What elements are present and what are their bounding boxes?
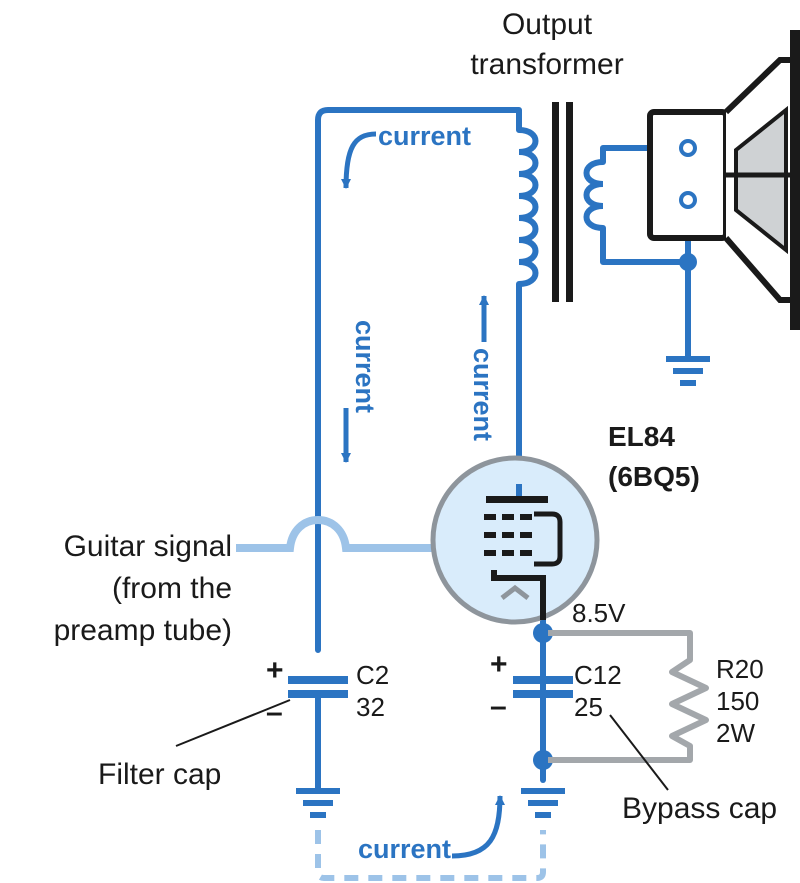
current-label-top: current [378, 121, 471, 151]
speaker-icon [647, 30, 800, 330]
capacitor-icon [513, 676, 573, 698]
c2-value: 32 [356, 692, 385, 722]
tube-alt-name: (6BQ5) [608, 461, 700, 492]
c12-value: 25 [574, 692, 603, 722]
guitar-signal-label-2: (from the [112, 572, 232, 605]
ground-icon [666, 356, 710, 386]
current-label-bottom: current [358, 834, 451, 864]
tube-icon [430, 455, 600, 625]
r20-power: 2W [716, 718, 755, 748]
guitar-signal-path [236, 515, 480, 556]
resistor-icon [548, 630, 709, 763]
bypass-cap-label: Bypass cap [622, 792, 777, 825]
current-label-left: current [350, 320, 380, 413]
transformer-label-line2: transformer [470, 48, 623, 81]
c12-minus: – [490, 690, 507, 723]
c2-plus: + [266, 654, 284, 687]
transformer-icon [518, 102, 604, 302]
r20-value: 150 [716, 686, 759, 716]
guitar-signal-label-1: Guitar signal [64, 530, 232, 563]
ground-icon [296, 788, 340, 818]
b-plus-wire [315, 107, 522, 653]
guitar-signal-label-3: preamp tube) [54, 614, 232, 647]
c12-name: C12 [574, 660, 622, 690]
r20-name: R20 [716, 654, 764, 684]
voltage-label: 8.5V [572, 598, 626, 628]
ground-icon [521, 788, 565, 818]
capacitor-icon [288, 676, 348, 698]
filter-cap-label: Filter cap [98, 758, 221, 791]
tube-name: EL84 [608, 421, 675, 452]
return-current-path [315, 830, 546, 881]
c2-minus: – [266, 696, 283, 729]
current-label-plate: current [468, 348, 498, 441]
c2-name: C2 [356, 660, 389, 690]
c12-plus: + [490, 648, 508, 681]
transformer-label-line1: Output [502, 8, 593, 41]
